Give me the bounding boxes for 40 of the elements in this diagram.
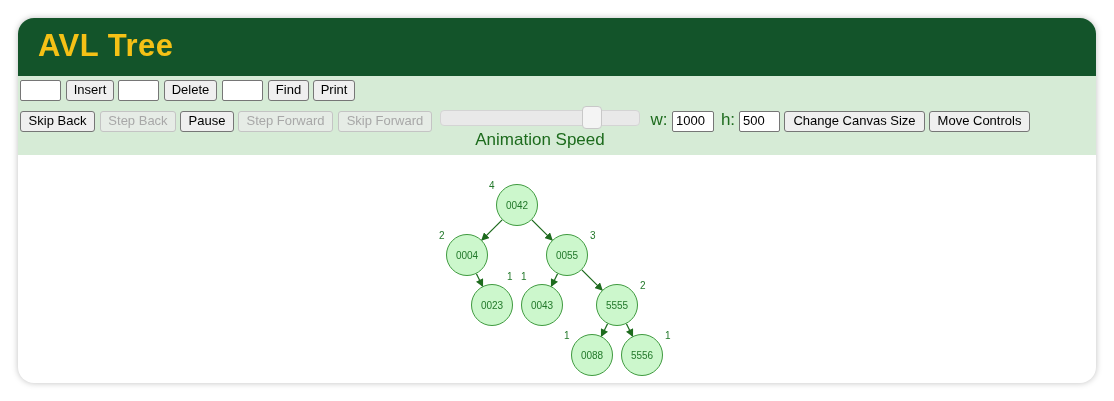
step-forward-button: Step Forward xyxy=(238,111,333,132)
node-height-label: 2 xyxy=(439,230,445,241)
arrow xyxy=(481,219,503,241)
node-height-label: 2 xyxy=(640,280,646,291)
delete-button: Delete xyxy=(164,80,217,101)
print-button: Print xyxy=(313,80,355,101)
page-title: AVL Tree xyxy=(38,28,174,64)
find-button: Find xyxy=(268,80,309,101)
tree-node: 5556 xyxy=(621,334,663,376)
node-height-label: 1 xyxy=(665,330,671,341)
tree-node: 0042 xyxy=(496,184,538,226)
width-field: 1000 xyxy=(672,111,714,132)
tree-node: 0023 xyxy=(471,284,513,326)
width-label: w: xyxy=(649,110,669,131)
node-height-label: 1 xyxy=(521,271,527,282)
tree-node: 5555 xyxy=(596,284,638,326)
height-field: 500 xyxy=(739,111,780,132)
tree-node: 0043 xyxy=(521,284,563,326)
slider-caption: Animation Speed xyxy=(474,130,606,150)
node-height-label: 3 xyxy=(590,230,596,241)
pause-button: Pause xyxy=(180,111,234,132)
tree-node: 0088 xyxy=(571,334,613,376)
node-height-label: 1 xyxy=(564,330,570,341)
arrow xyxy=(475,273,484,288)
arrow xyxy=(625,323,634,338)
canvas-size-button: Change Canvas Size xyxy=(784,111,925,132)
skip-forward-button: Skip Forward xyxy=(338,111,432,132)
arrow xyxy=(531,219,553,241)
arrow xyxy=(600,323,609,338)
insert-button: Insert xyxy=(66,80,114,101)
tree-node: 0004 xyxy=(446,234,488,276)
move-controls-button: Move Controls xyxy=(929,111,1030,132)
skip-back-button: Skip Back xyxy=(20,111,95,132)
step-back-button: Step Back xyxy=(100,111,176,132)
node-height-label: 4 xyxy=(489,180,495,191)
arrow xyxy=(550,273,559,288)
height-label: h: xyxy=(719,110,737,131)
tree-node: 0055 xyxy=(546,234,588,276)
arrow xyxy=(581,269,603,291)
node-height-label: 1 xyxy=(507,271,513,282)
